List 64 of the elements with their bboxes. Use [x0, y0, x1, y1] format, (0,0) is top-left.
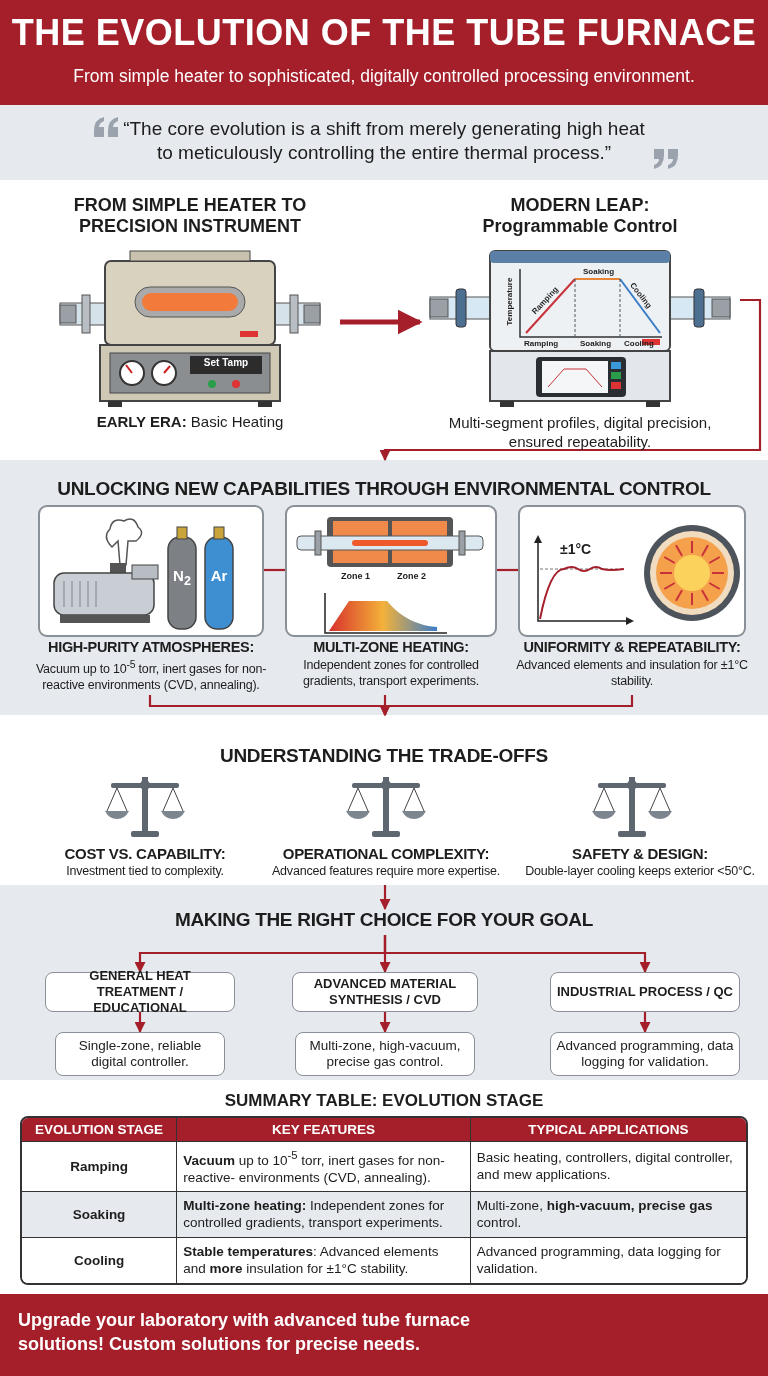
- table-cell: Cooling: [22, 1237, 177, 1283]
- item-heading: SAFETY & DESIGN:: [571, 845, 709, 862]
- table-cell: Multi-zone heating: Independent zones for controlled gradients, transport experiments.: [176, 1191, 471, 1237]
- connector-line: [264, 568, 285, 572]
- gas-label: N$_{2}$: [172, 567, 192, 588]
- tolerance-label: ±1°C: [560, 541, 592, 557]
- arrow: [340, 309, 423, 335]
- column-header: KEY FEATURES: [176, 1118, 471, 1142]
- table-cell: Advanced programming, data logging for validation.: [470, 1237, 746, 1283]
- gas-label: Ar: [209, 567, 229, 584]
- card-heading: MULTI-ZONE HEATING:: [312, 639, 470, 655]
- card-heading: UNIFORMITY & REPEATABILITY:: [522, 639, 742, 655]
- arrow: [383, 935, 651, 974]
- chart-label: Cooling: [624, 339, 654, 348]
- recommendation-box: Single-zone, reliable digital controller.: [55, 1032, 225, 1076]
- connector-line: [497, 568, 518, 572]
- item-text: Double-layer cooling keeps exterior <50°C.: [524, 864, 756, 878]
- axis-label: Temperature: [505, 277, 515, 326]
- display-text: Set Tamp: [202, 357, 250, 368]
- table-cell: Multi-zone, high-vacuum, precise gas control.: [470, 1191, 746, 1237]
- column-header: TYPICAL APPLICATIONS: [470, 1118, 746, 1142]
- section-heading: MAKING THE RIGHT CHOICE FOR YOUR GOAL: [170, 909, 598, 935]
- arrow: [379, 298, 762, 462]
- section-heading: FROM SIMPLE HEATER TO PRECISION INSTRUMENT: [72, 195, 308, 237]
- recommendation-box: Advanced programming, data logging for validation.: [550, 1032, 740, 1076]
- goal-box: ADVANCED MATERIAL SYNTHESIS / CVD: [292, 972, 478, 1012]
- subtitle: From simple heater to sophisticated, digitally controlled processing environment.: [72, 66, 696, 87]
- section-heading: MODERN LEAP: Programmable Control: [481, 195, 679, 237]
- zone-label: Zone 2: [397, 571, 426, 581]
- table-cell: Stable temperatures: Advanced elements and more insulation for ±1°C stability.: [176, 1237, 471, 1283]
- arrow: [379, 1012, 391, 1034]
- column-header: EVOLUTION STAGE: [22, 1118, 177, 1142]
- goal-box: GENERAL HEAT TREATMENT / EDUCATIONAL: [45, 972, 235, 1012]
- arrow: [134, 1012, 146, 1034]
- zone-label: Zone 1: [341, 571, 370, 581]
- page-title: THE EVOLUTION OF THE TUBE FURNACE: [10, 12, 758, 54]
- table-title: SUMMARY TABLE: EVOLUTION STAGE: [223, 1091, 545, 1111]
- chart-label: Ramping: [524, 339, 559, 348]
- table-cell: Ramping: [22, 1141, 177, 1191]
- description-text: Multi-segment profiles, digital precision, ensured repeatability.: [447, 413, 713, 451]
- section-heading: UNDERSTANDING THE TRADE-OFFS: [219, 745, 549, 767]
- item-text: Advanced features require more expertise.: [270, 864, 501, 878]
- goal-box: INDUSTRIAL PROCESS / QC: [550, 972, 740, 1012]
- table-cell: Vacuum up to 10$^{-5}$ torr, inert gases for non-reactive- environments (CVD, annealing).: [176, 1141, 471, 1191]
- call-to-action: Upgrade your laboratory with advanced tube furnace solutions! Custom solutions for precise needs.: [18, 1309, 472, 1356]
- era-label: EARLY ERA: Basic Heating: [95, 413, 285, 430]
- recommendation-box: Multi-zone, high-vacuum, precise gas control.: [295, 1032, 475, 1076]
- table-cell: Basic heating, controllers, digital controller, and mew applications.: [470, 1141, 746, 1191]
- section-heading: UNLOCKING NEW CAPABILITIES THROUGH ENVIRONMENTAL CONTROL: [56, 478, 712, 500]
- arrow: [379, 885, 391, 911]
- chart-label: Soaking: [583, 267, 615, 276]
- card-text: Independent zones for controlled gradients, transport experiments.: [301, 657, 481, 689]
- item-heading: COST VS. CAPABILITY:: [63, 845, 227, 862]
- quote-text: “The core evolution is a shift from merely generating high heat to meticulously controlling the entire thermal process.”: [122, 117, 646, 165]
- card-text: Advanced elements and insulation for ±1°C stability.: [515, 657, 749, 689]
- section-band: [0, 460, 768, 715]
- card-text: Vacuum up to 10$^{-5}$ torr, inert gases for non-reactive environments (CVD, annealing).: [34, 658, 268, 694]
- item-heading: OPERATIONAL COMPLEXITY:: [281, 845, 491, 862]
- table-cell: Soaking: [22, 1191, 177, 1237]
- item-text: Investment tied to complexity.: [65, 864, 225, 878]
- arrow: [379, 695, 634, 717]
- card-heading: HIGH-PURITY ATMOSPHERES:: [47, 639, 255, 655]
- arrow: [639, 1012, 651, 1034]
- chart-label: Soaking: [580, 339, 612, 348]
